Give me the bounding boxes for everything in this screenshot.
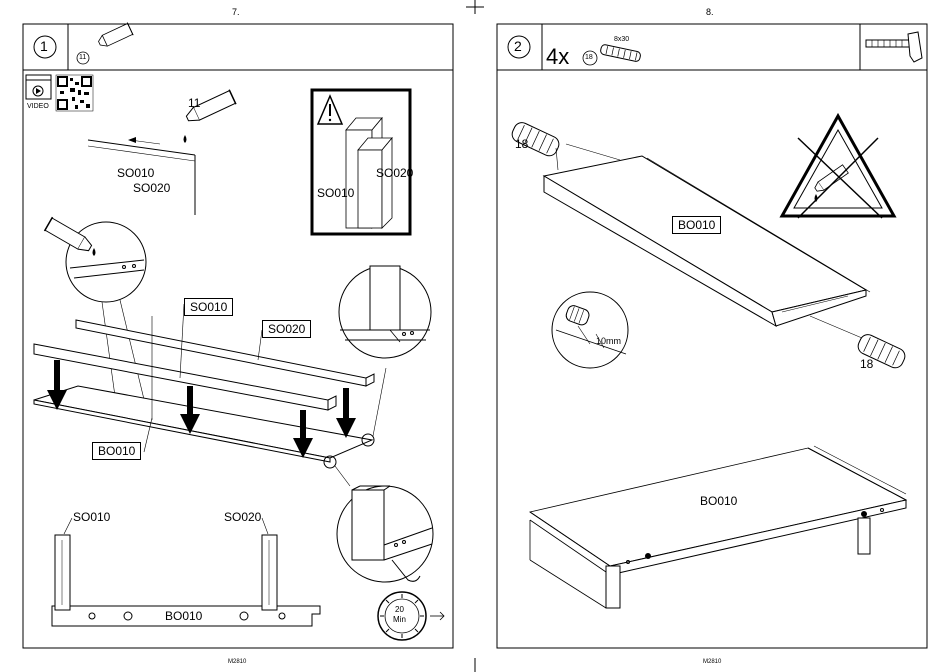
step1-number: 1: [40, 38, 48, 54]
warning-label-so010: SO010: [317, 186, 354, 200]
dowel-label-top: 18: [515, 137, 528, 151]
front-label-so020: SO020: [224, 510, 261, 524]
top-label-so020: SO020: [133, 181, 170, 195]
timer-icon: [378, 592, 444, 640]
glue-callout: 11: [188, 96, 200, 110]
front-label-so010: SO010: [73, 510, 110, 524]
video-icon: [26, 75, 51, 99]
bottom-panel-label: BO010: [700, 494, 737, 508]
depth-label: 10mm: [596, 336, 621, 346]
timer-value: 20: [395, 605, 404, 614]
no-glue-warning-icon: [782, 116, 894, 218]
qr-code-icon: [56, 75, 93, 111]
dowel-label-bottom: 18: [860, 357, 873, 371]
dowel-ref-number: 18: [585, 54, 593, 61]
glue-ref-number: 11: [79, 54, 86, 61]
isometric-assembly: [34, 304, 386, 486]
iso-label-so010: SO010: [184, 298, 233, 316]
dowel-size: 8x30: [614, 36, 629, 43]
video-label: VIDEO: [27, 103, 49, 110]
corner-detail-bottom: [337, 486, 433, 582]
glue-application-drawing: [86, 90, 236, 215]
step2-number: 2: [514, 38, 522, 54]
glue-detail-circle: [45, 217, 149, 418]
warning-box: [312, 90, 410, 234]
corner-detail-top: [339, 266, 431, 358]
iso-label-so020: SO020: [262, 320, 311, 338]
panel-label-bo010: BO010: [672, 216, 721, 234]
front-label-bo010: BO010: [165, 609, 202, 623]
top-label-so010: SO010: [117, 166, 154, 180]
iso-label-bo010: BO010: [92, 442, 141, 460]
bottom-assembly-drawing: [530, 446, 906, 608]
dowel-icon: [600, 44, 641, 62]
warning-label-so020: SO020: [376, 166, 413, 180]
timer-unit: Min: [393, 615, 406, 624]
dowel-quantity: 4x: [546, 44, 569, 70]
glue-tube-icon: [96, 23, 133, 50]
depth-detail-circle: [552, 292, 628, 368]
hammer-icon: [866, 32, 922, 62]
